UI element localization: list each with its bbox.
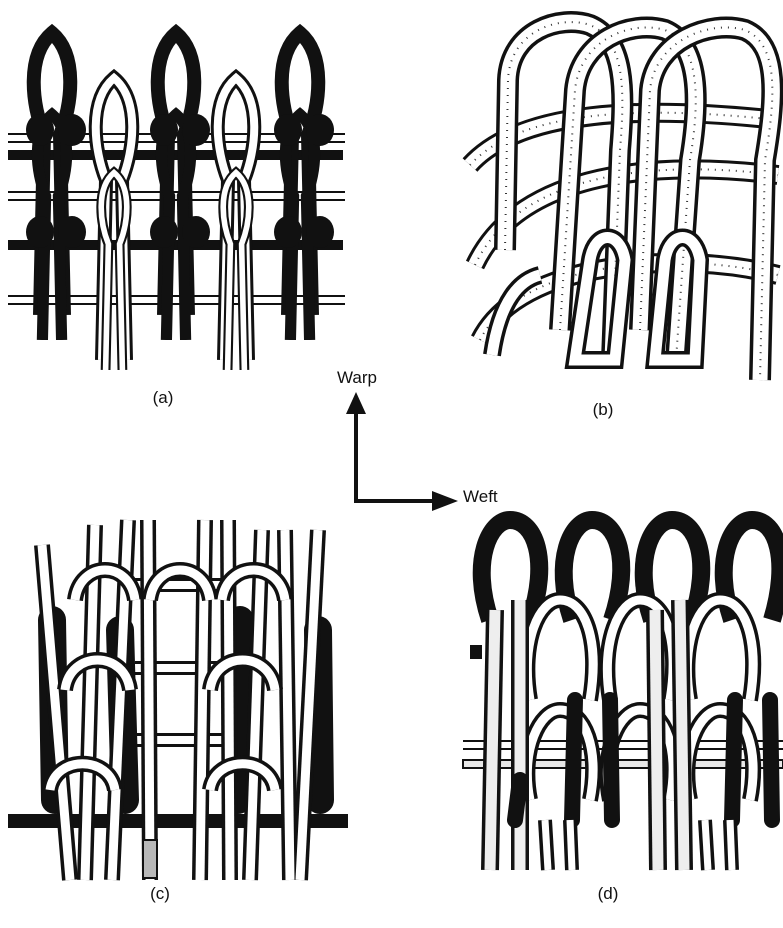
panel-a-label: (a) [133,388,193,408]
panel-b-diagram [470,22,778,380]
panel-a-diagram [8,33,345,370]
weft-axis-label: Weft [463,487,498,507]
panel-b-label: (b) [573,400,633,420]
panel-c-diagram [8,520,348,880]
panel-c-label: (c) [130,884,190,904]
panel-d-label: (d) [578,884,638,904]
weft-arrow [354,491,458,511]
panel-d-diagram [463,520,783,870]
warp-axis-label: Warp [337,368,377,388]
warp-arrow [346,392,366,503]
